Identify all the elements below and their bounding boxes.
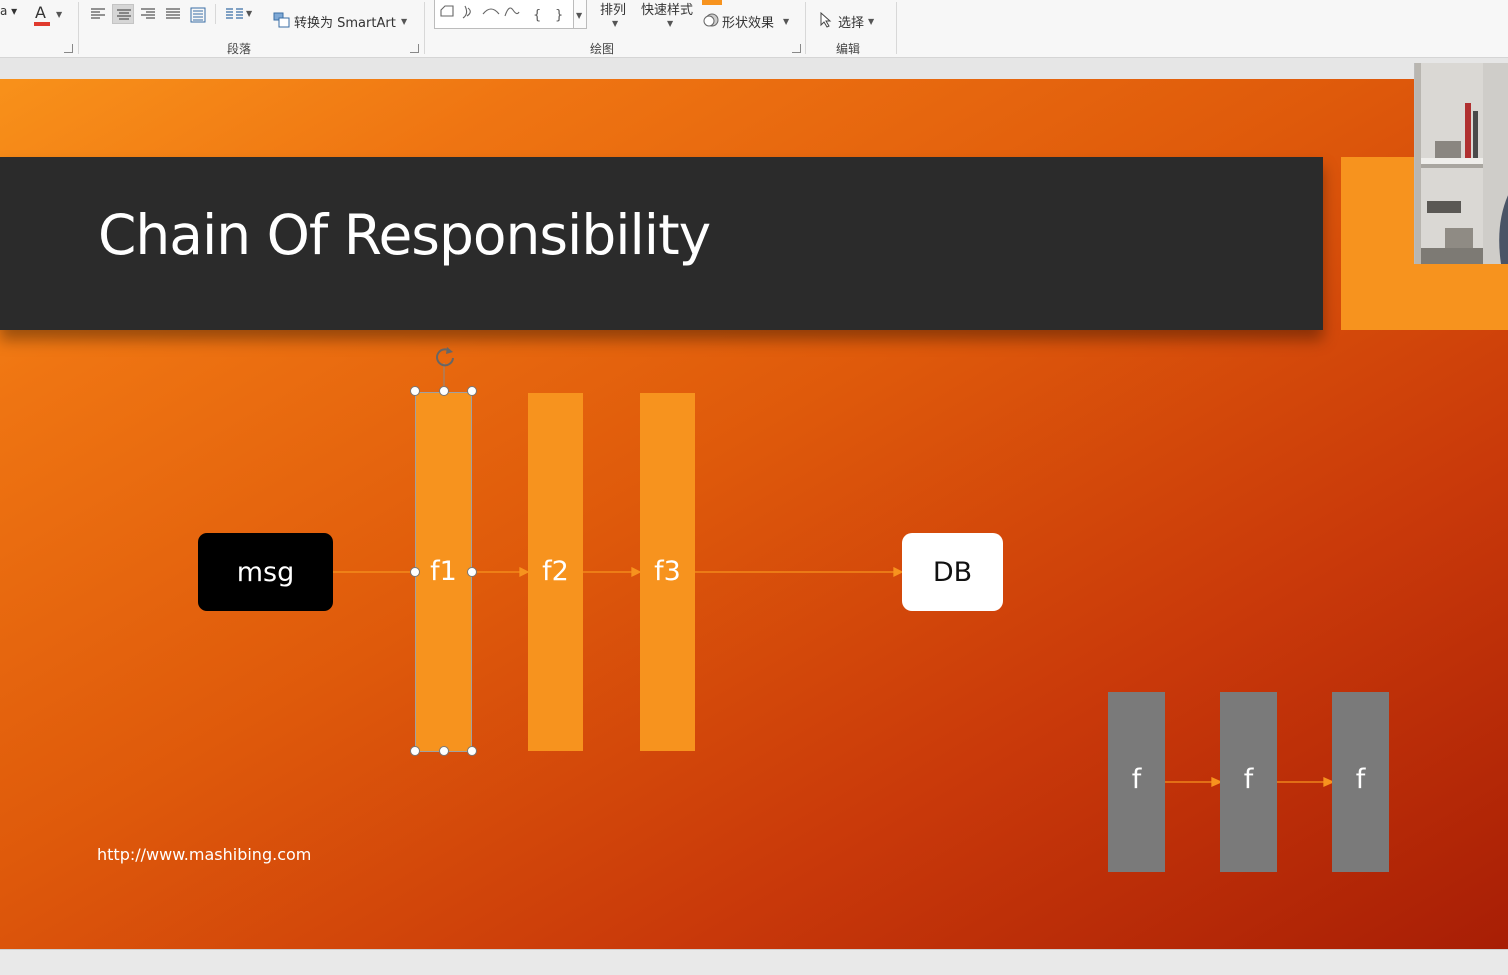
svg-text:{: {	[533, 8, 541, 23]
resize-handle-bottom-right[interactable]	[467, 746, 477, 756]
generic-chain-connectors	[1165, 776, 1335, 788]
shape-effects-label: 形状效果	[722, 16, 775, 31]
slide-canvas-margin	[0, 59, 1508, 79]
resize-handle-top-right[interactable]	[467, 386, 477, 396]
justify-button[interactable]	[162, 4, 184, 24]
arrowhead-icon	[631, 566, 642, 578]
generic-filter-2[interactable]: f	[1220, 692, 1277, 872]
chevron-down-icon: ▼	[868, 17, 875, 26]
group-separator	[78, 2, 79, 54]
slide-canvas[interactable]: Chain Of Responsibility msg f1 f2 f3	[0, 79, 1508, 949]
filter-label: f1	[430, 556, 457, 587]
arrowhead-icon	[519, 566, 530, 578]
svg-text:}: }	[555, 8, 563, 23]
align-left-button[interactable]	[87, 4, 109, 24]
group-separator	[805, 2, 806, 54]
distributed-button[interactable]	[187, 4, 209, 24]
generic-filter-label: f	[1243, 764, 1254, 795]
align-right-icon	[141, 8, 155, 19]
smartart-icon	[273, 12, 290, 28]
connector-lines	[333, 363, 1335, 788]
select-label: 选择	[838, 16, 865, 31]
shape-effects-button[interactable]: 形状效果 ▼	[702, 10, 797, 32]
resize-handle-top-left[interactable]	[410, 386, 420, 396]
paragraph-dialog-launcher-icon[interactable]	[410, 44, 419, 53]
chevron-down-icon: ▼	[401, 17, 408, 26]
generic-filter-3[interactable]: f	[1332, 692, 1389, 872]
main-chain-connectors	[333, 566, 904, 578]
arrowhead-icon	[1323, 776, 1335, 788]
convert-smartart-button[interactable]: 转换为 SmartArt ▼	[273, 10, 413, 32]
filter-f1[interactable]: f1	[415, 392, 472, 752]
editing-group-label: 编辑	[836, 42, 861, 56]
chevron-down-icon: ▼	[576, 11, 583, 20]
generic-filter-label: f	[1355, 764, 1366, 795]
msg-label: msg	[236, 556, 295, 588]
quick-styles-button[interactable]: 快速样式 ▼	[640, 0, 700, 32]
group-separator	[896, 2, 897, 54]
webcam-feed-image	[1415, 63, 1508, 264]
group-separator	[424, 2, 425, 54]
chevron-down-icon: ▼	[56, 10, 63, 19]
font-color-icon: A	[35, 3, 46, 22]
filter-f2[interactable]: f2	[528, 393, 583, 751]
font-size-caret[interactable]: a ▾	[0, 4, 18, 18]
shape-fill-button[interactable]	[702, 0, 722, 5]
shape-effects-icon	[703, 13, 719, 27]
chevron-down-icon: ▼	[246, 9, 253, 18]
ribbon: a ▾ A ▼ ▼ 转换为 SmartArt ▼ 段落	[0, 0, 1508, 58]
resize-handle-bottom[interactable]	[439, 746, 449, 756]
shapes-gallery-icons: { }	[440, 5, 563, 23]
arrowhead-icon	[893, 566, 904, 578]
msg-box[interactable]: msg	[198, 533, 333, 611]
columns-icon	[226, 8, 243, 19]
generic-filter-label: f	[1131, 764, 1142, 795]
arrowhead-icon	[1211, 776, 1223, 788]
drawing-group-label: 绘图	[590, 42, 615, 56]
status-strip	[0, 949, 1508, 975]
filter-f3[interactable]: f3	[640, 393, 695, 751]
convert-smartart-label: 转换为 SmartArt	[294, 16, 396, 31]
align-center-button[interactable]	[112, 4, 134, 24]
arrange-label: 排列	[600, 3, 627, 18]
justify-icon	[166, 8, 180, 19]
align-left-icon	[91, 8, 105, 19]
filter-label: f2	[542, 556, 569, 587]
font-dialog-launcher-icon[interactable]	[64, 44, 73, 53]
rotate-handle-icon[interactable]	[433, 343, 457, 369]
resize-handle-left[interactable]	[410, 567, 420, 577]
webcam-overlay	[1414, 63, 1508, 264]
toolbar-separator	[215, 4, 216, 24]
resize-handle-bottom-left[interactable]	[410, 746, 420, 756]
align-center-icon	[117, 9, 131, 20]
shapes-gallery-more-button[interactable]: ▼	[573, 0, 587, 29]
cursor-icon	[820, 12, 832, 28]
shapes-gallery[interactable]: { }	[434, 0, 574, 29]
generic-filter-1[interactable]: f	[1108, 692, 1165, 872]
select-button[interactable]: 选择 ▼	[818, 10, 880, 32]
align-right-button[interactable]	[137, 4, 159, 24]
quick-styles-label: 快速样式	[641, 3, 694, 18]
font-color-button[interactable]: A ▼	[32, 3, 64, 27]
filter-label: f3	[654, 556, 681, 587]
paragraph-group-label: 段落	[227, 42, 252, 56]
chevron-down-icon: ▼	[667, 19, 674, 28]
resize-handle-right[interactable]	[467, 567, 477, 577]
columns-button[interactable]: ▼	[222, 4, 256, 24]
arrange-button[interactable]: 排列 ▼	[598, 0, 632, 32]
title-bar[interactable]: Chain Of Responsibility	[0, 157, 1323, 330]
footer-url[interactable]: http://www.mashibing.com	[97, 845, 312, 864]
chevron-down-icon: ▼	[783, 17, 790, 26]
db-label: DB	[932, 556, 973, 588]
distributed-icon	[190, 7, 206, 23]
resize-handle-top[interactable]	[439, 386, 449, 396]
db-box[interactable]: DB	[902, 533, 1003, 611]
chevron-down-icon: ▼	[612, 19, 619, 28]
drawing-dialog-launcher-icon[interactable]	[792, 44, 801, 53]
font-color-swatch	[34, 22, 50, 26]
slide-title[interactable]: Chain Of Responsibility	[98, 203, 711, 267]
